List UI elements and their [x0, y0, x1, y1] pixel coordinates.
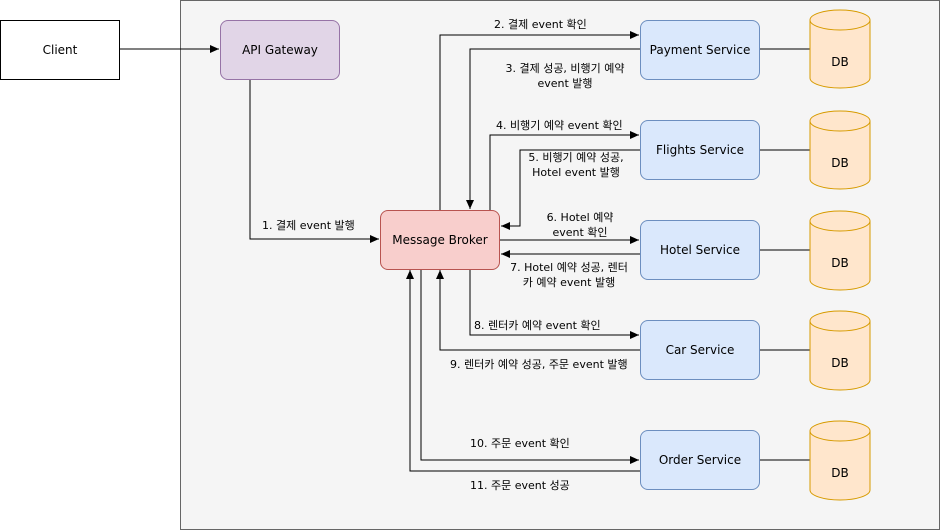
- edge-10: [420, 269, 639, 464]
- edge-9: [436, 270, 640, 351]
- edge-label-11: 11. 주문 event 성공: [470, 479, 570, 492]
- edge-label-3-line2: event 발행: [537, 77, 593, 90]
- edge-label-2: 2. 결제 event 확인: [494, 18, 587, 31]
- edge-label-7-line2: 카 예약 event 발행: [522, 276, 616, 289]
- edge-11: [406, 270, 640, 472]
- flights-service-node: Flights Service: [640, 120, 760, 180]
- edge-label-7: 7. Hotel 예약 성공, 렌터 카 예약 event 발행: [505, 260, 633, 290]
- car-service-label: Car Service: [665, 343, 735, 357]
- db-label-payment: DB: [831, 55, 849, 69]
- edge-label-6: 6. Hotel 예약 event 확인: [540, 210, 620, 240]
- db-cylinder-order: [809, 420, 871, 501]
- client-label: Client: [42, 43, 78, 57]
- client-node: Client: [0, 20, 120, 80]
- edge-label-6-line1: 6. Hotel 예약: [546, 211, 614, 224]
- flights-service-label: Flights Service: [656, 143, 744, 157]
- db-cylinder-flights: [809, 110, 871, 190]
- edge-4: [489, 131, 639, 210]
- edge-label-4: 4. 비행기 예약 event 확인: [496, 119, 623, 132]
- order-service-label: Order Service: [658, 453, 742, 467]
- api-gateway-label: API Gateway: [242, 43, 318, 57]
- db-cylinder-car: [809, 310, 871, 391]
- edge-5: [501, 149, 640, 230]
- message-broker-label: Message Broker: [392, 233, 488, 247]
- hotel-service-label: Hotel Service: [660, 243, 740, 257]
- hotel-service-node: Hotel Service: [640, 220, 760, 280]
- edge-label-7-line1: 7. Hotel 예약 성공, 렌터: [510, 261, 628, 274]
- payment-service-label: Payment Service: [649, 43, 751, 57]
- order-service-node: Order Service: [640, 430, 760, 490]
- edge-label-5-line2: Hotel event 발행: [532, 166, 620, 179]
- edge-label-8: 8. 렌터카 예약 event 확인: [474, 319, 601, 332]
- edge-label-5: 5. 비행기 예약 성공, Hotel event 발행: [524, 150, 628, 180]
- edge-label-1: 1. 결제 event 발행: [262, 219, 355, 232]
- edge-label-5-line1: 5. 비행기 예약 성공,: [528, 151, 624, 164]
- edge-label-10: 10. 주문 event 확인: [470, 437, 570, 450]
- db-label-flights: DB: [831, 156, 849, 170]
- api-gateway-node: API Gateway: [220, 20, 340, 80]
- message-broker-node: Message Broker: [380, 210, 500, 270]
- db-cylinder-payment: [809, 9, 871, 89]
- edge-8: [469, 269, 639, 339]
- db-label-order: DB: [831, 466, 849, 480]
- edge-1: [249, 79, 379, 243]
- db-cylinder-hotel: [809, 210, 871, 291]
- db-label-hotel: DB: [831, 256, 849, 270]
- edge-label-3-line1: 3. 결제 성공, 비행기 예약: [505, 62, 625, 75]
- edge-label-9: 9. 렌터카 예약 성공, 주문 event 발행: [450, 358, 628, 371]
- payment-service-node: Payment Service: [640, 20, 760, 80]
- edge-2: [439, 31, 639, 210]
- edge-label-6-line2: event 확인: [552, 226, 608, 239]
- edge-label-3: 3. 결제 성공, 비행기 예약 event 발행: [495, 61, 635, 91]
- db-label-car: DB: [831, 356, 849, 370]
- car-service-node: Car Service: [640, 320, 760, 380]
- edge-3: [466, 48, 640, 209]
